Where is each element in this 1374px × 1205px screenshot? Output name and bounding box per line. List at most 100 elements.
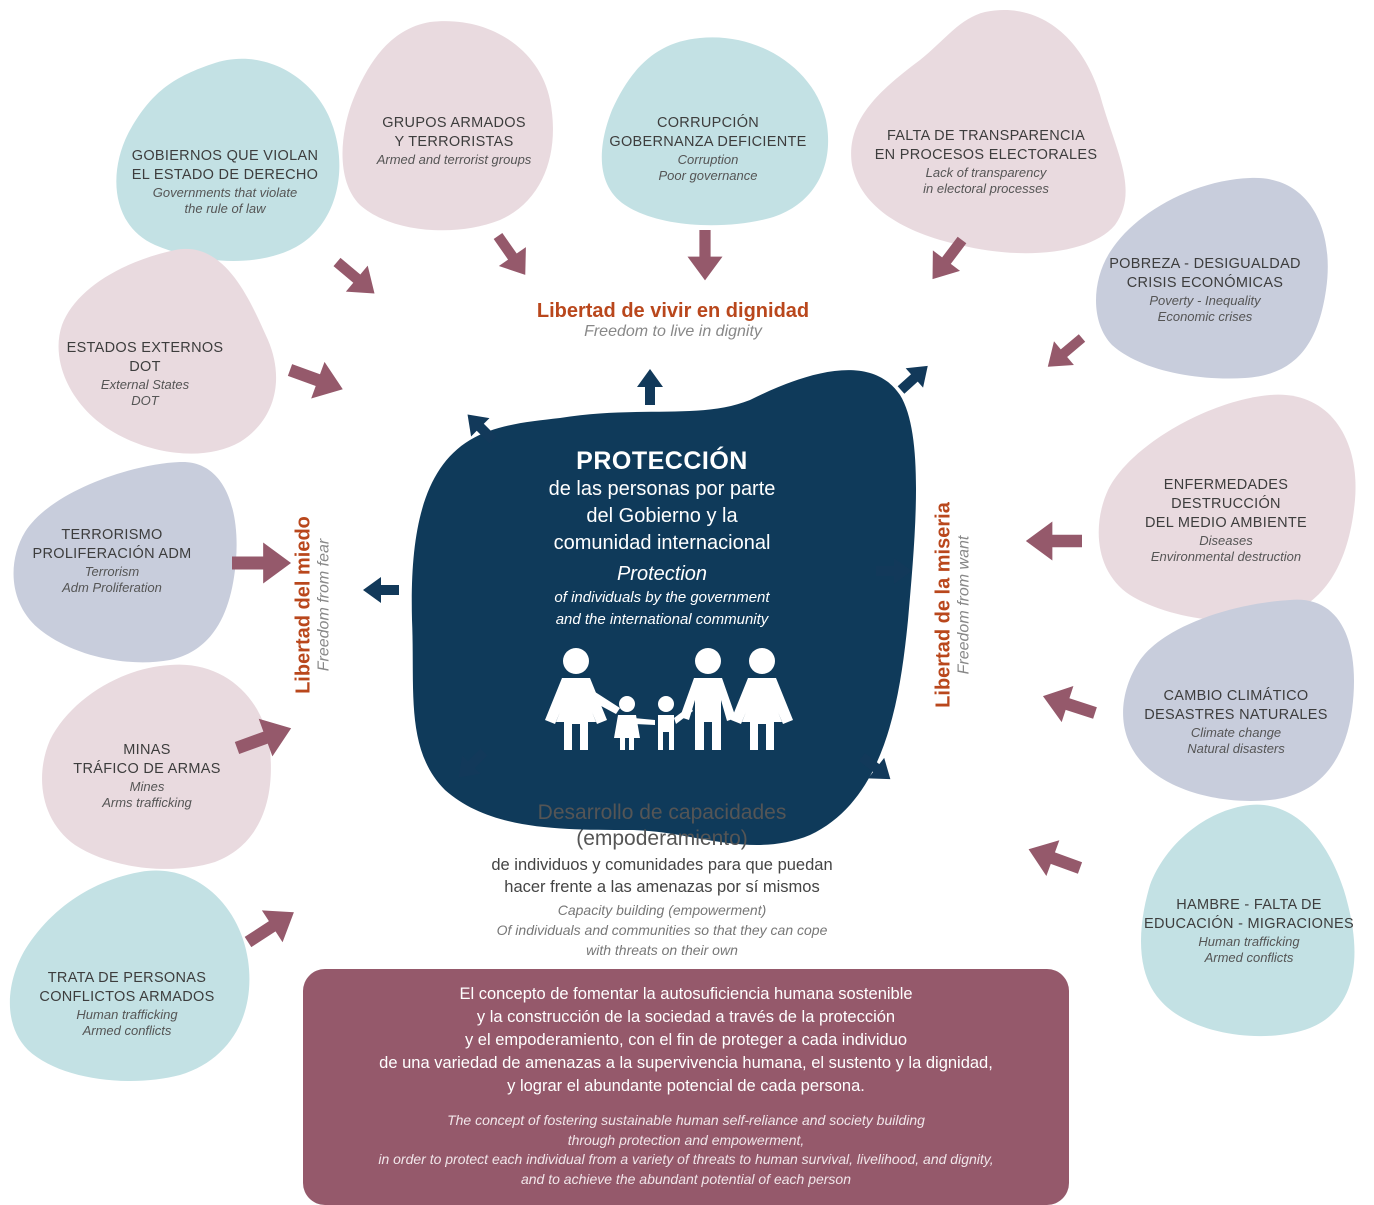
threat-external-states-en-line1: External States bbox=[100, 377, 190, 392]
threat-governments-es-line2: EL ESTADO DE DERECHO bbox=[131, 167, 319, 183]
threat-terrorism: TERRORISMO PROLIFERACIÓN ADM Terrorism A… bbox=[22, 526, 202, 596]
threat-armed-groups-en-line1: Armed and terrorist groups bbox=[376, 152, 532, 167]
threat-trafficking: TRATA DE PERSONAS CONFLICTOS ARMADOS Hum… bbox=[22, 969, 232, 1039]
threat-external-states-en-line2: DOT bbox=[131, 393, 159, 408]
arrow-trafficking bbox=[237, 896, 305, 958]
protection-en-line1: of individuals by the government bbox=[554, 589, 770, 606]
threat-governments: GOBIERNOS QUE VIOLAN EL ESTADO DE DERECH… bbox=[105, 147, 345, 217]
threat-mines-en-line1: Mines bbox=[129, 779, 165, 794]
threat-transparency: FALTA DE TRANSPARENCIA EN PROCESOS ELECT… bbox=[856, 127, 1116, 197]
arrow-corruption bbox=[687, 230, 723, 281]
protection-blob bbox=[411, 370, 917, 845]
blob-corruption bbox=[601, 37, 829, 226]
threat-diseases-es-line1: ENFERMEDADES bbox=[1163, 477, 1289, 493]
concept-es-line3: y el empoderamiento, con el fin de prote… bbox=[464, 1031, 908, 1049]
threat-trafficking-es-line2: CONFLICTOS ARMADOS bbox=[39, 989, 215, 1005]
threat-trafficking-en-line1: Human trafficking bbox=[76, 1007, 178, 1022]
blob-mines bbox=[42, 664, 271, 869]
threat-diseases-en-line2: Environmental destruction bbox=[1150, 549, 1302, 564]
concept-en-line3: in order to protect each individual from… bbox=[378, 1151, 994, 1167]
threat-transparency-en-line1: Lack of transparency bbox=[925, 165, 1047, 180]
concept-en-line1: The concept of fostering sustainable hum… bbox=[447, 1112, 925, 1128]
threat-transparency-es-line1: FALTA DE TRANSPARENCIA bbox=[886, 128, 1086, 144]
blob-governments bbox=[116, 58, 340, 261]
capacity-en-line3: with threats on their own bbox=[586, 942, 738, 958]
threat-poverty-es-line1: POBREZA - DESIGUALDAD bbox=[1109, 256, 1301, 272]
threat-terrorism-es-line1: TERRORISMO bbox=[61, 527, 163, 543]
threat-external-states: ESTADOS EXTERNOS DOT External States DOT bbox=[45, 339, 245, 409]
threat-trafficking-en-line2: Armed conflicts bbox=[82, 1023, 172, 1038]
capacity-building: Desarrollo de capacidades (empoderamient… bbox=[440, 800, 884, 960]
threat-mines-en-line2: Arms trafficking bbox=[102, 795, 192, 810]
threat-trafficking-es-line1: TRATA DE PERSONAS bbox=[47, 970, 207, 986]
blob-external-states bbox=[58, 248, 277, 454]
arrow-external-states bbox=[283, 351, 350, 408]
threat-hunger-es-line1: HAMBRE - FALTA DE bbox=[1176, 897, 1322, 913]
blob-terrorism bbox=[13, 461, 237, 663]
freedom-dignity-title: Libertad de vivir en dignidad bbox=[536, 300, 810, 322]
threat-terrorism-en-line2: Adm Proliferation bbox=[62, 580, 162, 595]
threat-diseases-es-line2: DESTRUCCIÓN bbox=[1171, 496, 1281, 512]
threat-corruption-en-line2: Poor governance bbox=[658, 168, 758, 183]
concept-es-line4: de una variedad de amenazas a la supervi… bbox=[379, 1054, 993, 1072]
protection-text: PROTECCIÓN de las personas por parte del… bbox=[480, 446, 844, 631]
arrow-armed-groups bbox=[484, 226, 539, 285]
protection-en-line2: and the international community bbox=[555, 611, 769, 628]
protection-en-title: Protection bbox=[616, 563, 708, 585]
capacity-en-line1: Capacity building (empowerment) bbox=[557, 902, 767, 918]
threat-armed-groups-es-line2: Y TERRORISTAS bbox=[394, 134, 514, 150]
freedom-want-title: Libertad de la miseria bbox=[932, 502, 955, 708]
blob-poverty bbox=[1096, 177, 1328, 379]
threat-governments-es-line1: GOBIERNOS QUE VIOLAN bbox=[131, 148, 319, 164]
blob-diseases bbox=[1098, 394, 1356, 622]
threat-corruption-es-line2: GOBERNANZA DEFICIENTE bbox=[609, 134, 807, 150]
threat-diseases: ENFERMEDADES DESTRUCCIÓN DEL MEDIO AMBIE… bbox=[1116, 476, 1336, 565]
arrow-governments bbox=[326, 248, 386, 307]
blob-transparency bbox=[851, 10, 1126, 254]
threat-corruption: CORRUPCIÓN GOBERNANZA DEFICIENTE Corrupt… bbox=[598, 114, 818, 184]
threat-hunger: HAMBRE - FALTA DE EDUCACIÓN - MIGRACIONE… bbox=[1136, 896, 1362, 966]
threat-corruption-es-line1: CORRUPCIÓN bbox=[656, 115, 760, 131]
threat-hunger-en-line1: Human trafficking bbox=[1198, 934, 1300, 949]
concept-es-line5: y lograr el abundante potencial de cada … bbox=[507, 1077, 865, 1095]
protection-subtitle-line2: del Gobierno y la bbox=[586, 505, 738, 527]
threat-poverty-es-line2: CRISIS ECONÓMICAS bbox=[1126, 275, 1284, 291]
threat-poverty: POBREZA - DESIGUALDAD CRISIS ECONÓMICAS … bbox=[1096, 255, 1314, 325]
threat-diseases-en-line1: Diseases bbox=[1199, 533, 1253, 548]
arrow-climate bbox=[1037, 678, 1101, 732]
threat-terrorism-en-line1: Terrorism bbox=[84, 564, 140, 579]
arrow-up bbox=[637, 369, 663, 405]
concept-en-line2: through protection and empowerment, bbox=[567, 1131, 805, 1148]
threat-climate-es-line2: DESASTRES NATURALES bbox=[1144, 707, 1328, 723]
capacity-es-line1: de individuos y comunidades para que pue… bbox=[491, 856, 833, 874]
concept-box: El concepto de fomentar la autosuficienc… bbox=[303, 969, 1069, 1205]
arrow-up-right bbox=[892, 356, 937, 400]
protection-subtitle-line1: de las personas por parte bbox=[548, 478, 776, 500]
freedom-want-subtitle: Freedom from want bbox=[955, 535, 973, 675]
threat-hunger-en-line2: Armed conflicts bbox=[1204, 950, 1294, 965]
threat-transparency-en-line2: in electoral processes bbox=[923, 181, 1049, 196]
capacity-title-line1: Desarrollo de capacidades bbox=[537, 801, 787, 824]
freedom-dignity-subtitle: Freedom to live in dignity bbox=[584, 323, 762, 340]
freedom-dignity: Libertad de vivir en dignidad Freedom to… bbox=[470, 300, 876, 341]
arrow-terrorism bbox=[232, 542, 292, 584]
freedom-fear-subtitle: Freedom from fear bbox=[315, 538, 333, 672]
blob-hunger bbox=[1140, 804, 1355, 1037]
capacity-en-line2: Of individuals and communities so that t… bbox=[496, 922, 828, 938]
threat-mines-es-line1: MINAS bbox=[123, 742, 171, 758]
arrow-poverty bbox=[1037, 326, 1092, 379]
protection-title: PROTECCIÓN bbox=[576, 447, 748, 475]
threat-external-states-es-line1: ESTADOS EXTERNOS bbox=[66, 340, 224, 356]
threat-climate-en-line1: Climate change bbox=[1190, 725, 1282, 740]
freedom-fear-title: Libertad del miedo bbox=[292, 516, 315, 694]
arrow-hunger bbox=[1022, 831, 1087, 886]
threat-climate: CAMBIO CLIMÁTICO DESASTRES NATURALES Cli… bbox=[1128, 687, 1344, 757]
threat-mines: MINAS TRÁFICO DE ARMAS Mines Arms traffi… bbox=[52, 741, 242, 811]
concept-es-line2: y la construcción de la sociedad a travé… bbox=[476, 1008, 896, 1026]
threat-terrorism-es-line2: PROLIFERACIÓN ADM bbox=[32, 546, 192, 562]
threat-poverty-en-line2: Economic crises bbox=[1157, 309, 1253, 324]
threat-armed-groups: GRUPOS ARMADOS Y TERRORISTAS Armed and t… bbox=[345, 114, 563, 168]
threat-corruption-en-line1: Corruption bbox=[677, 152, 739, 167]
